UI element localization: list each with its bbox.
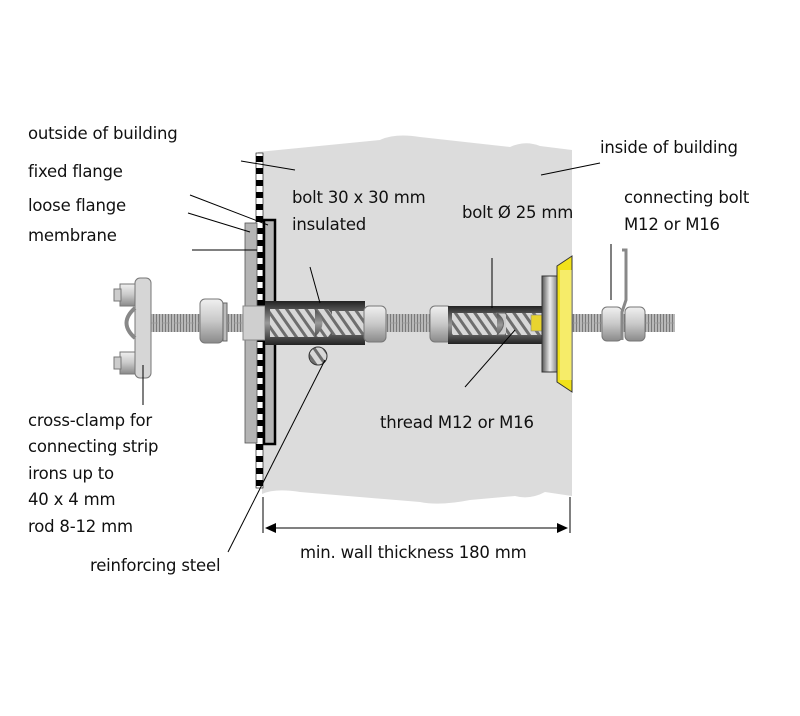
connecting-bolt-nut bbox=[601, 306, 623, 342]
connecting-strip bbox=[620, 248, 628, 340]
inner-flange bbox=[541, 275, 559, 373]
label-thread: thread M12 or M16 bbox=[380, 413, 534, 432]
label-bolt-25: bolt Ø 25 mm bbox=[462, 203, 574, 222]
label-cross-clamp: rod 8-12 mm bbox=[28, 517, 133, 536]
label-connecting-bolt: connecting bolt bbox=[624, 188, 750, 207]
reinforcing-steel bbox=[308, 346, 328, 366]
nut bbox=[363, 305, 387, 343]
label-inside-of-building: inside of building bbox=[600, 138, 738, 157]
label-outside-of-building: outside of building bbox=[28, 124, 178, 143]
yellow-seal bbox=[556, 255, 573, 393]
label-loose-flange: loose flange bbox=[28, 196, 126, 215]
label-cross-clamp: cross-clamp for bbox=[28, 411, 152, 430]
outer-nut bbox=[199, 298, 224, 344]
leader-lines bbox=[142, 160, 612, 553]
label-bolt-30: bolt 30 x 30 mm bbox=[292, 188, 426, 207]
label-fixed-flange: fixed flange bbox=[28, 162, 123, 181]
label-cross-clamp: irons up to bbox=[28, 464, 114, 483]
label-reinforcing-steel: reinforcing steel bbox=[90, 556, 221, 575]
label-wall-thickness: min. wall thickness 180 mm bbox=[300, 543, 527, 562]
label-cross-clamp: connecting strip bbox=[28, 437, 159, 456]
connecting-bolt-nut bbox=[624, 306, 646, 342]
label-connecting-bolt-size: M12 or M16 bbox=[624, 215, 720, 234]
cross-clamp bbox=[113, 277, 152, 379]
label-membrane: membrane bbox=[28, 226, 117, 245]
label-insulated: insulated bbox=[292, 215, 367, 234]
label-cross-clamp: 40 x 4 mm bbox=[28, 490, 116, 509]
